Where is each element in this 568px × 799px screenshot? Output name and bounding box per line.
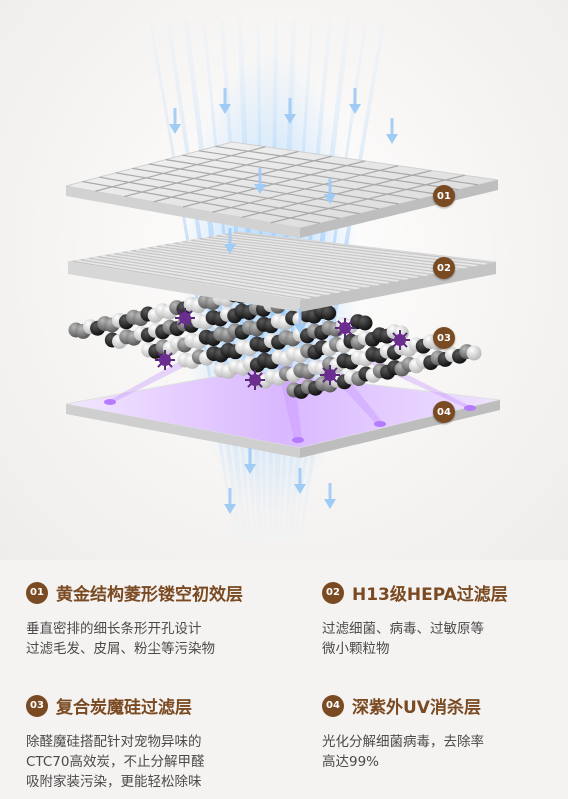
desc-line: 过滤细菌、病毒、过敏原等	[322, 621, 484, 637]
mesh-grid	[82, 145, 479, 224]
info-desc-04: 光化分解细菌病毒，去除率 高达99%	[322, 732, 484, 772]
arrow-down-icon	[349, 88, 361, 114]
arrow-down-icon	[219, 88, 231, 114]
layer-badge-04: 04	[433, 401, 455, 423]
desc-line: 光化分解细菌病毒，去除率	[322, 734, 484, 750]
layer-03-carbon-spheres	[68, 284, 482, 399]
desc-line: 高达99%	[322, 754, 380, 770]
layer-info-01: 01 黄金结构菱形镂空初效层 垂直密排的细长条形开孔设计 过滤毛发、皮屑、粉尘等污…	[26, 580, 243, 659]
layer-info-03: 03 复合炭魔硅过滤层 除醛魔硅搭配针对宠物异味的 CTC70高效炭，不止分解甲醛…	[26, 693, 205, 792]
layer-02-hepa-plate	[67, 231, 497, 312]
layer-info-02: 02 H13级HEPA过滤层 过滤细菌、病毒、过敏原等 微小颗粒物	[322, 580, 508, 659]
desc-line: 吸附家装污染，更能轻松除味	[26, 774, 202, 790]
arrow-down-icon	[224, 228, 236, 254]
info-number-01: 01	[26, 581, 48, 604]
arrow-down-icon	[294, 468, 306, 494]
layer-01-mesh-plate	[65, 141, 499, 238]
germ-icon	[335, 318, 355, 338]
arrow-down-icon	[169, 108, 181, 134]
info-title-04: 深紫外UV消杀层	[352, 698, 481, 718]
info-number-02: 02	[322, 581, 344, 604]
info-number-03: 03	[26, 694, 48, 717]
desc-line: 过滤毛发、皮屑、粉尘等污染物	[26, 641, 215, 657]
info-title-03: 复合炭魔硅过滤层	[56, 698, 192, 718]
germ-icon	[245, 370, 265, 390]
desc-line: 除醛魔硅搭配针对宠物异味的	[26, 734, 202, 750]
germ-icon	[390, 330, 410, 350]
arrow-down-icon	[254, 168, 266, 194]
germ-particles	[155, 308, 410, 390]
germ-icon	[175, 308, 195, 328]
info-title-01: 黄金结构菱形镂空初效层	[56, 585, 243, 605]
germ-icon	[155, 350, 175, 370]
layer-badge-02: 02	[433, 257, 455, 279]
info-desc-03: 除醛魔硅搭配针对宠物异味的 CTC70高效炭，不止分解甲醛 吸附家装污染，更能轻…	[26, 732, 205, 792]
arrow-down-icon	[294, 308, 306, 334]
layer-info-04: 04 深紫外UV消杀层 光化分解细菌病毒，去除率 高达99%	[322, 693, 484, 772]
layer-badge-03: 03	[433, 327, 455, 349]
filter-diagram: 01 02 03 04	[0, 0, 568, 560]
desc-line: 微小颗粒物	[322, 641, 390, 657]
info-desc-02: 过滤细菌、病毒、过敏原等 微小颗粒物	[322, 619, 508, 659]
desc-line: 垂直密排的细长条形开孔设计	[26, 621, 202, 637]
arrow-down-icon	[324, 483, 336, 509]
arrow-down-icon	[244, 448, 256, 474]
layer-badge-01: 01	[433, 185, 455, 207]
airflow-arrows	[169, 88, 398, 514]
arrow-down-icon	[386, 118, 398, 144]
info-desc-01: 垂直密排的细长条形开孔设计 过滤毛发、皮屑、粉尘等污染物	[26, 619, 243, 659]
arrow-down-icon	[324, 178, 336, 204]
germ-icon	[320, 365, 340, 385]
desc-line: CTC70高效炭，不止分解甲醛	[26, 754, 205, 770]
info-title-02: H13级HEPA过滤层	[352, 585, 508, 605]
info-number-04: 04	[322, 694, 344, 717]
arrow-down-icon	[284, 98, 296, 124]
filter-layers-illustration	[65, 19, 501, 541]
hepa-pleats	[72, 232, 492, 300]
arrow-down-icon	[224, 488, 236, 514]
